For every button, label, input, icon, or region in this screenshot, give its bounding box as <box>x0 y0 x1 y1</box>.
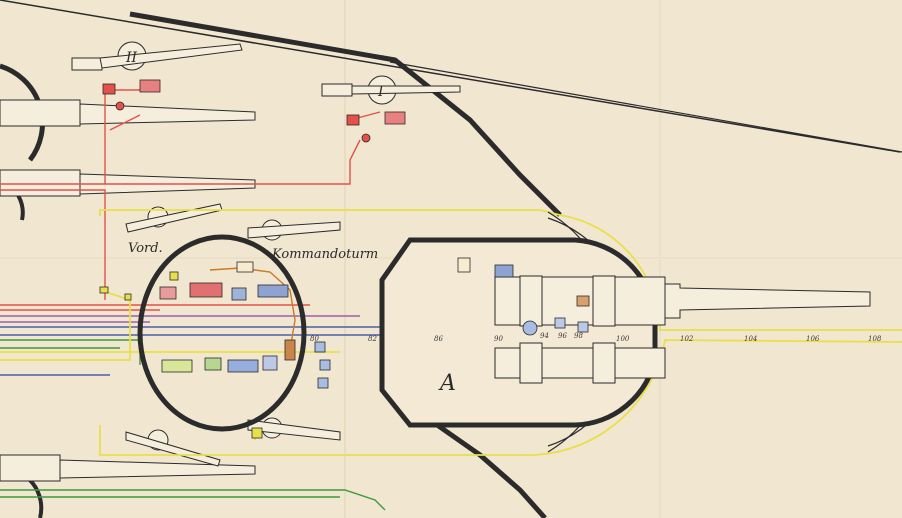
turret-a-label: A <box>438 371 456 396</box>
forward-barbette <box>0 63 45 518</box>
frame-number: 90 <box>494 335 503 343</box>
secondary-guns <box>71 41 461 467</box>
frame-number: 98 <box>574 332 583 340</box>
frame-number: 100 <box>616 335 630 343</box>
frame-number: 80 <box>310 335 319 343</box>
instrument-boxes <box>99 79 590 439</box>
turret-a-barbette <box>379 211 658 453</box>
frame-number: 108 <box>868 335 882 343</box>
frame-number: 82 <box>368 335 377 343</box>
frame-number: 104 <box>744 335 757 343</box>
frame-number: 106 <box>806 335 820 343</box>
turret-one-label: I <box>377 84 384 100</box>
turret-a-guns <box>494 275 871 384</box>
frame-number: 86 <box>434 335 443 343</box>
kommandoturm-label: Kommandoturm <box>271 247 378 262</box>
frame-number: 94 <box>540 332 549 340</box>
frame-number: 102 <box>680 335 694 343</box>
frame-scale: 80 82 86 90 94 96 98 100 102 104 106 108 <box>310 332 882 343</box>
frame-number: 96 <box>558 332 567 340</box>
vord-label: Vord. <box>128 241 163 256</box>
conning-tower <box>137 234 307 432</box>
turret-two-label: II <box>125 50 138 66</box>
